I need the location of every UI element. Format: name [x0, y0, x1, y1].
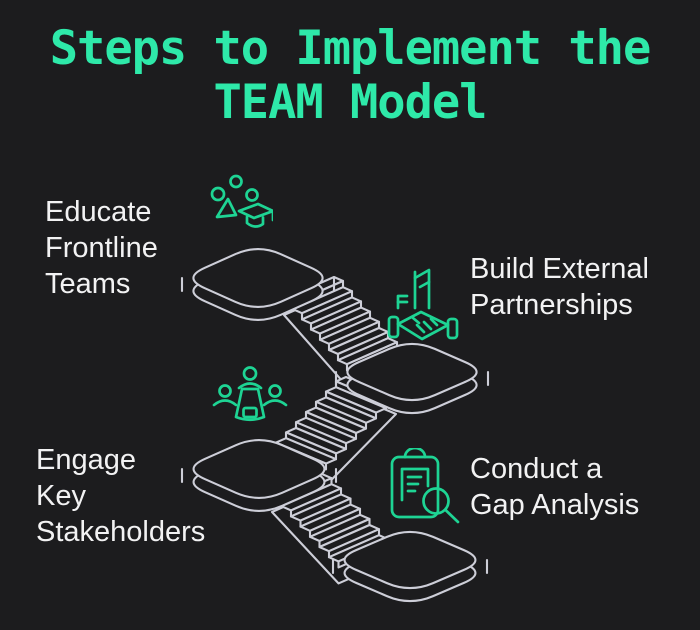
step-label-educate-frontline-teams: Educate Frontline Teams: [45, 196, 158, 300]
buildings-handshake-icon: [387, 268, 459, 341]
platform-2-top: [346, 342, 478, 402]
platform-3-top: [192, 439, 326, 499]
step-label-engage-key-stakeholders: Engage Key Stakeholders: [36, 444, 206, 548]
step-label-build-external-partnerships: Build External Partnerships: [470, 253, 649, 321]
platform-4-top: [343, 530, 477, 590]
page-title-line-2: TEAM Model: [213, 75, 488, 130]
page-title-line-1: Steps to Implement the: [49, 21, 652, 76]
step-label-conduct-gap-analysis: Conduct a Gap Analysis: [470, 453, 640, 521]
platform-1-top: [192, 248, 324, 308]
people-meeting-table-icon: [212, 366, 288, 422]
page-title: Steps to Implement the TEAM Model: [0, 22, 700, 130]
education-graduation-cap-icon: [210, 174, 273, 228]
clipboard-magnifier-icon: [390, 448, 460, 524]
